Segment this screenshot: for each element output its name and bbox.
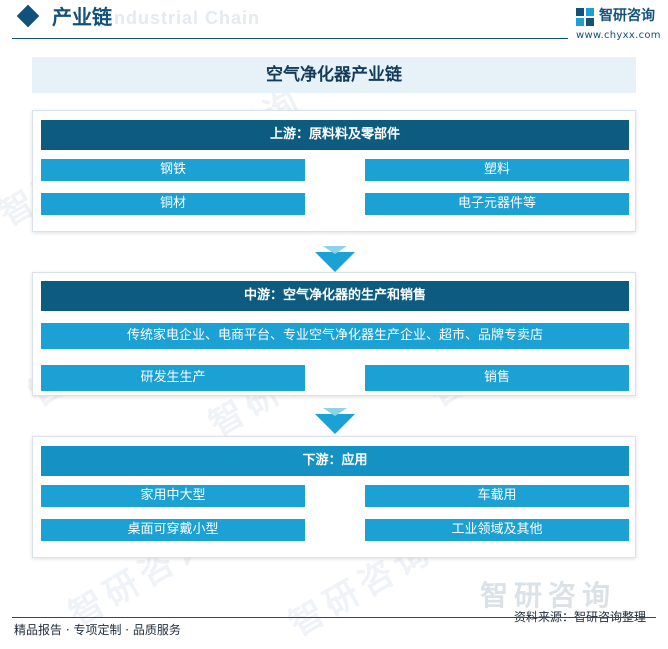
downstream-item: 家用中大型: [41, 485, 305, 507]
midstream-header: 中游：空气净化器的生产和销售: [41, 281, 629, 311]
upstream-item: 钢铁: [41, 159, 305, 181]
footer-brand-watermark: 智研咨询: [480, 579, 617, 612]
footer-divider: [12, 617, 656, 618]
midstream-wide-item: 传统家电企业、电商平台、专业空气净化器生产企业、超市、品牌专卖店: [41, 323, 629, 349]
downstream-header: 下游：应用: [41, 446, 629, 476]
footer-slogan: 精品报告 · 专项定制 · 品质服务: [14, 623, 181, 637]
upstream-item: 铜材: [41, 193, 305, 215]
upstream-item: 塑料: [365, 159, 629, 181]
upstream-header: 上游：原料料及零部件: [41, 120, 629, 150]
flow-arrow-down-icon: [315, 246, 355, 272]
page-title: 产业链: [52, 5, 112, 29]
midstream-section: 中游：空气净化器的生产和销售 传统家电企业、电商平台、专业空气净化器生产企业、超…: [32, 272, 636, 396]
upstream-item: 电子元器件等: [365, 193, 629, 215]
brand-name: 智研咨询: [599, 8, 655, 24]
flow-arrow-down-icon: [315, 408, 355, 434]
midstream-item: 研发生生产: [41, 365, 305, 391]
header-ghost-text: Industrial Chain: [108, 8, 261, 28]
downstream-item: 车载用: [365, 485, 629, 507]
downstream-item: 工业领域及其他: [365, 519, 629, 541]
header-diamond-icon: [16, 4, 40, 28]
midstream-item: 销售: [365, 365, 629, 391]
downstream-section: 下游：应用 家用中大型 车载用 桌面可穿戴小型 工业领域及其他: [32, 436, 636, 558]
brand-url: www.chyxx.com: [576, 30, 661, 41]
brand-logo-icon: [576, 8, 594, 26]
diagram-title: 空气净化器产业链: [32, 57, 636, 93]
header-divider: [12, 38, 568, 39]
upstream-section: 上游：原料料及零部件 钢铁 塑料 铜材 电子元器件等: [32, 110, 636, 232]
downstream-item: 桌面可穿戴小型: [41, 519, 305, 541]
